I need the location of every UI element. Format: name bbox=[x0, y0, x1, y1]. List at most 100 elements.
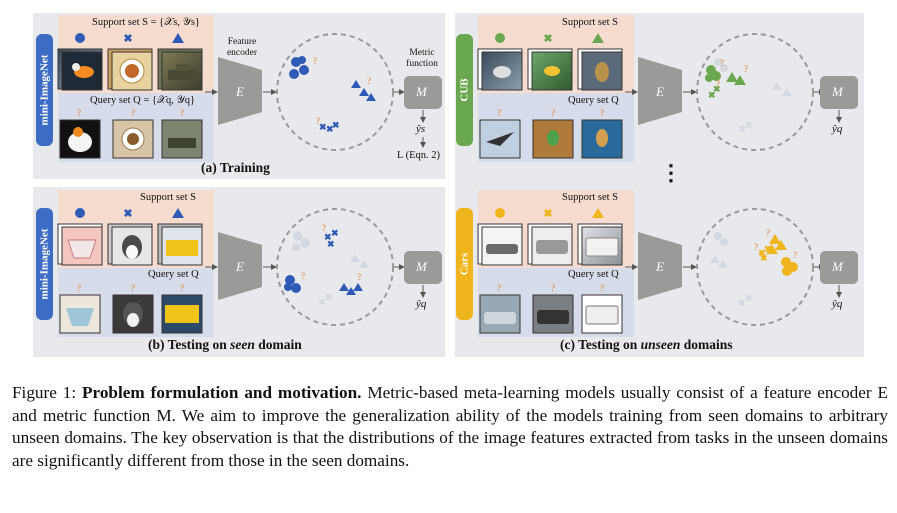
svg-text:?: ? bbox=[316, 116, 320, 126]
feature-encoder-c1 bbox=[638, 57, 682, 125]
embedding-space-a bbox=[276, 33, 394, 151]
support-set-label-a: Support set S = {𝒳s, 𝒴s} bbox=[92, 17, 200, 28]
svg-text:?: ? bbox=[766, 228, 770, 238]
svg-text:✖: ✖ bbox=[318, 297, 326, 307]
svg-text:✖: ✖ bbox=[331, 228, 339, 238]
support-icons-a: ✖ bbox=[75, 33, 184, 45]
svg-text:?: ? bbox=[301, 271, 305, 281]
svg-text:✖: ✖ bbox=[738, 124, 746, 134]
encoder-e-a: E bbox=[236, 84, 244, 99]
prediction-c2: ŷq bbox=[832, 298, 843, 310]
support-icons-c1: ✖ bbox=[495, 33, 604, 45]
svg-text:✖: ✖ bbox=[758, 248, 766, 258]
query-set-label-b: Query set Q bbox=[148, 269, 199, 280]
svg-text:?: ? bbox=[77, 108, 81, 118]
query-images-a: ? ? ? bbox=[59, 108, 203, 159]
svg-text:✖: ✖ bbox=[764, 244, 772, 254]
metric-m-c1: M bbox=[832, 84, 843, 99]
query-set-label-c1: Query set Q bbox=[568, 95, 619, 106]
query-images-c2: ? ? ? bbox=[479, 283, 623, 334]
prediction-a: ŷs bbox=[416, 123, 426, 135]
svg-text:?: ? bbox=[551, 108, 555, 118]
svg-text:?: ? bbox=[720, 58, 724, 68]
svg-text:✖: ✖ bbox=[324, 232, 332, 242]
svg-text:?: ? bbox=[180, 283, 184, 293]
svg-text:✖: ✖ bbox=[326, 124, 334, 134]
support-images-a bbox=[57, 48, 203, 91]
class-circle-icon bbox=[75, 33, 85, 43]
svg-text:✖: ✖ bbox=[332, 120, 340, 130]
svg-text:?: ? bbox=[497, 283, 501, 293]
svg-text:?: ? bbox=[600, 283, 604, 293]
svg-text:✖: ✖ bbox=[760, 253, 768, 263]
support-set-label-c1: Support set S bbox=[562, 17, 619, 28]
metric-m-c2: M bbox=[832, 259, 843, 274]
svg-text:?: ? bbox=[357, 272, 361, 282]
domain-label-cub: CUB bbox=[456, 34, 473, 146]
feature-encoder-b bbox=[218, 232, 262, 300]
metric-function-a bbox=[404, 76, 442, 109]
vertical-ellipsis: ⋮ bbox=[660, 160, 682, 185]
svg-text:✖: ✖ bbox=[745, 120, 753, 130]
svg-text:?: ? bbox=[77, 283, 81, 293]
encoder-e-b: E bbox=[236, 259, 244, 274]
encoder-e-c2: E bbox=[656, 259, 664, 274]
encoder-e-c1: E bbox=[656, 84, 664, 99]
svg-text:✖: ✖ bbox=[745, 293, 753, 303]
query-images-b: ? ? ? bbox=[59, 283, 203, 334]
support-images-c2 bbox=[477, 223, 623, 266]
support-set-label-c2: Support set S bbox=[562, 192, 619, 203]
svg-text:✖: ✖ bbox=[319, 122, 327, 132]
metric-function-b bbox=[404, 251, 442, 284]
prediction-b: ŷq bbox=[416, 298, 427, 310]
embedding-space-b bbox=[276, 208, 394, 326]
class-triangle-icon bbox=[172, 33, 184, 43]
query-set-label-c2: Query set Q bbox=[568, 269, 619, 280]
query-set-label-a: Query set Q = {𝒳q, 𝒴q} bbox=[90, 95, 195, 106]
metric-m-b: M bbox=[416, 259, 427, 274]
svg-text:✖: ✖ bbox=[738, 298, 746, 308]
svg-text:?: ? bbox=[180, 108, 184, 118]
svg-text:?: ? bbox=[322, 223, 326, 233]
feature-encoder-a bbox=[218, 57, 262, 125]
svg-text:✖: ✖ bbox=[327, 239, 335, 249]
svg-text:✖: ✖ bbox=[123, 208, 132, 220]
prediction-c1: ŷq bbox=[832, 123, 843, 135]
query-images-c1: ? ? ? bbox=[479, 108, 623, 159]
svg-text:?: ? bbox=[793, 250, 797, 260]
svg-text:?: ? bbox=[551, 283, 555, 293]
panel-a-title: (a) Training bbox=[201, 160, 270, 175]
metric-function-c1 bbox=[820, 76, 858, 109]
support-images-b bbox=[57, 223, 203, 266]
svg-text:✖: ✖ bbox=[708, 90, 716, 100]
svg-text:?: ? bbox=[367, 76, 371, 86]
svg-text:✖: ✖ bbox=[713, 84, 721, 94]
feature-encoder-c2 bbox=[638, 232, 682, 300]
embedding-space-c2 bbox=[696, 208, 814, 326]
svg-text:?: ? bbox=[313, 56, 317, 66]
domain-label-cars: Cars bbox=[456, 208, 473, 320]
loss-label: L (Eqn. 2) bbox=[397, 150, 441, 161]
panel-c-title: (c) Testing on unseen domains bbox=[560, 337, 733, 352]
metric-m-a: M bbox=[416, 84, 427, 99]
svg-text:?: ? bbox=[131, 283, 135, 293]
svg-text:?: ? bbox=[600, 108, 604, 118]
class-cross-icon: ✖ bbox=[123, 33, 132, 45]
svg-text:?: ? bbox=[744, 64, 748, 74]
svg-text:✖: ✖ bbox=[325, 292, 333, 302]
svg-text:✖: ✖ bbox=[543, 208, 552, 220]
svg-text:?: ? bbox=[131, 108, 135, 118]
figure-caption: Figure 1: Problem formulation and motiva… bbox=[12, 383, 888, 470]
domain-label-mini-imagenet-a: mini-ImageNet bbox=[36, 34, 53, 146]
metric-function-c2 bbox=[820, 251, 858, 284]
svg-text:?: ? bbox=[754, 242, 758, 252]
svg-text:?: ? bbox=[497, 108, 501, 118]
panel-b-title: (b) Testing on seen domain bbox=[148, 337, 302, 352]
embedding-space-c1 bbox=[696, 33, 814, 151]
support-icons-b: ✖ bbox=[75, 208, 184, 220]
support-icons-c2: ✖ bbox=[495, 208, 604, 220]
svg-text:?: ? bbox=[716, 79, 720, 89]
